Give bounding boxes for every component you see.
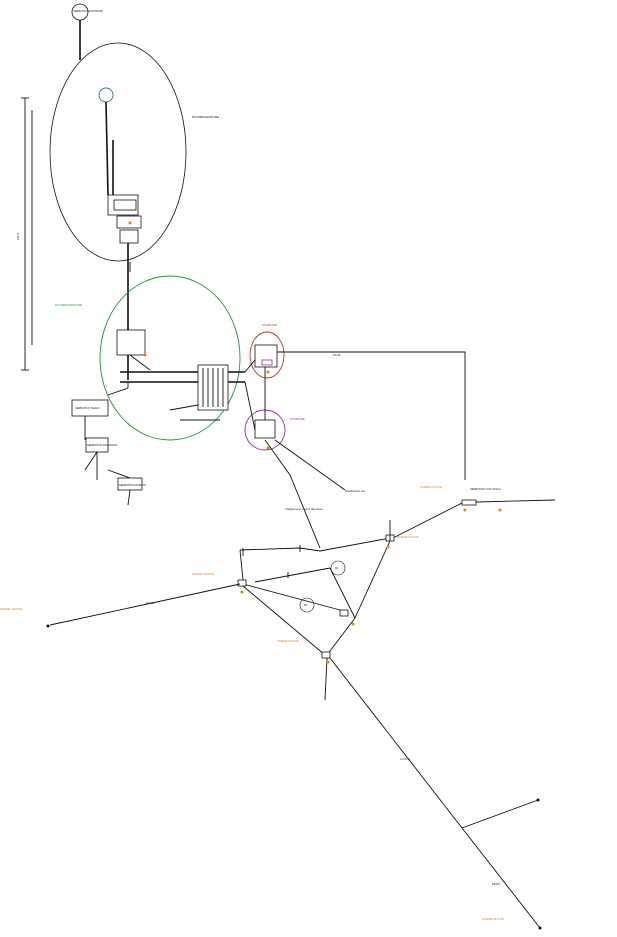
plant-box-1-inner (113, 199, 137, 211)
orange-markers (128, 221, 502, 664)
orange-label-6: OPERE NUOVE (482, 917, 504, 921)
right-node (461, 499, 477, 506)
ring-1-label: R1 (335, 566, 339, 570)
top-node-label: SERBATOIO ESISTENTE (73, 9, 103, 13)
note-2: Distribuzione rete (345, 489, 366, 493)
orange-label-1: OPERE NUOVE (420, 485, 442, 489)
station-box-purple (254, 419, 276, 439)
junction-4 (321, 651, 331, 659)
zone-green-label: POTABILIZZATORE (55, 303, 82, 307)
tank-left2-label: SERBATOIO SORGENTE (87, 443, 117, 447)
top-node: SERBATOIO ESISTENTE (71, 3, 103, 21)
ring-2-label: R2 (304, 603, 308, 607)
annotation-4: PE100 (492, 882, 500, 886)
treatment-box (116, 329, 146, 356)
side-scale-label: 350 m (16, 233, 20, 240)
inner-node (98, 87, 114, 103)
zone-purple-label: STAZIONE (290, 417, 305, 421)
zone-red-label: STAZIONE (262, 323, 277, 327)
annotation-3: L=120 m (400, 757, 410, 761)
ring-1 (330, 560, 346, 576)
station-box-red (254, 344, 278, 368)
orange-label-2: OPERE NUOVE (397, 535, 419, 539)
station-red-marker (261, 359, 273, 366)
annotation-2: DN 110 (146, 601, 155, 605)
tank-bottom-label: SERBATOIO RISERVA (119, 483, 146, 487)
orange-label-3: OPERE NUOVE (192, 572, 214, 576)
right-node-label: SERBATOIO CON VASCA (470, 487, 501, 491)
plant-box-3 (119, 229, 139, 244)
orange-label-4: OPERE NUOVE (277, 639, 299, 643)
side-scale: 350 m (16, 97, 33, 371)
orange-label-5: OPERE NUOVE (0, 607, 22, 611)
tank-left (71, 399, 109, 417)
zone-red-ellipse (249, 331, 285, 379)
annotation-1: DN 90 (333, 353, 341, 357)
zone-top-label: POTABILIZZATORE (192, 115, 219, 119)
junction-2 (237, 579, 247, 587)
ring-2 (299, 597, 315, 613)
tank-left-label: SERBATOIO TELESI (75, 406, 100, 410)
zone-top-ellipse (49, 42, 187, 262)
zone-green-ellipse (99, 275, 241, 441)
junction-3 (339, 609, 349, 617)
